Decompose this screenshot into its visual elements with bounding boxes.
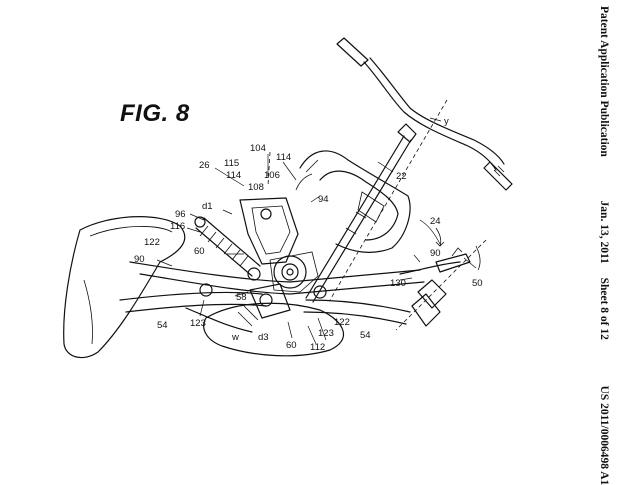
ref-116: 116	[170, 221, 185, 232]
ref-d3: d3	[258, 332, 269, 343]
handlebar	[336, 37, 513, 191]
suspension-tower	[239, 151, 299, 265]
indicator-arrows	[435, 227, 481, 271]
patent-header-text: Patent Application Publication Jan. 13, …	[598, 6, 610, 485]
gearbox	[237, 283, 291, 327]
ref-130: 130	[390, 278, 406, 289]
front-cowl	[295, 150, 411, 253]
ref-123-left: 123	[190, 318, 206, 329]
ref-60-left: 60	[194, 246, 205, 257]
ref-54-right: 54	[360, 330, 371, 341]
ref-112: 112	[310, 342, 325, 353]
leader-lines	[156, 117, 477, 345]
sheet-number: Sheet 8 of 12	[598, 277, 610, 340]
publication-label: Patent Application Publication	[598, 6, 610, 157]
reference-numerals: 26 115 104 114 114 106 108 94 22 24 y d1…	[134, 116, 483, 353]
ref-122-right: 122	[334, 317, 350, 328]
figure-title: FIG. 8	[120, 100, 190, 127]
patent-header: Patent Application Publication Jan. 13, …	[590, 4, 612, 485]
frame-rails	[119, 261, 425, 333]
ref-50: 50	[472, 278, 483, 289]
ref-90-left: 90	[134, 254, 145, 265]
ref-106: 106	[264, 170, 280, 181]
ref-104: 104	[250, 143, 266, 154]
center-hub	[269, 251, 319, 293]
ref-114-left: 114	[226, 170, 241, 181]
shock-absorber	[194, 216, 261, 281]
ref-26: 26	[199, 160, 210, 171]
vehicle-drawing: 26 115 104 114 114 106 108 94 22 24 y d1…	[63, 37, 513, 359]
ref-22: 22	[396, 171, 407, 182]
patent-drawing-sheet: Patent Application Publication Jan. 13, …	[63, 4, 612, 485]
ref-24: 24	[430, 216, 441, 227]
ref-54-left: 54	[157, 320, 168, 331]
ref-d1: d1	[202, 201, 213, 212]
ref-115: 115	[224, 158, 239, 169]
publication-date: Jan. 13, 2011	[598, 200, 610, 264]
ref-58: 58	[236, 292, 247, 303]
ref-60-bottom: 60	[286, 340, 297, 351]
ref-122-left: 122	[144, 237, 160, 248]
lower-panel	[203, 302, 345, 357]
ref-94: 94	[318, 194, 329, 205]
ref-108: 108	[248, 182, 264, 193]
right-wheel-assembly	[395, 239, 487, 331]
steering-axis	[329, 99, 448, 301]
ref-114-right: 114	[276, 152, 291, 163]
patent-number: US 2011/0006498 A1	[598, 385, 610, 485]
seat-pad	[63, 216, 186, 359]
ref-96: 96	[175, 209, 186, 220]
steering-column	[305, 123, 417, 303]
ref-123-right: 123	[318, 328, 334, 339]
ref-y: y	[444, 116, 449, 127]
ref-90-right: 90	[430, 248, 441, 259]
ref-w: w	[231, 332, 239, 343]
